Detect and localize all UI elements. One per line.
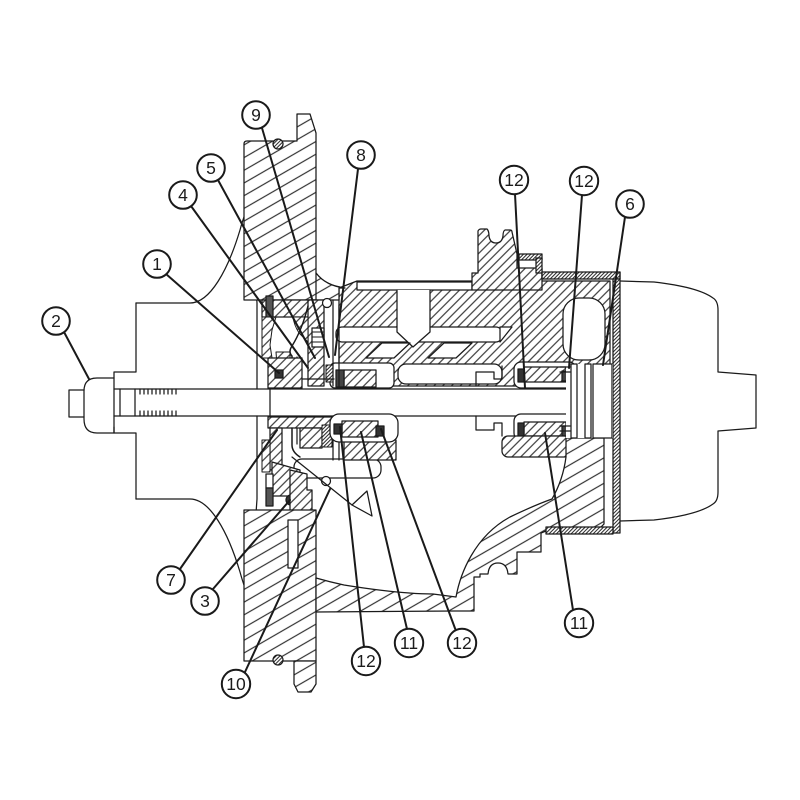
- svg-text:3: 3: [200, 591, 210, 611]
- svg-text:12: 12: [574, 171, 593, 191]
- svg-text:7: 7: [166, 570, 176, 590]
- svg-text:12: 12: [356, 651, 375, 671]
- svg-text:2: 2: [51, 311, 61, 331]
- svg-text:9: 9: [251, 105, 261, 125]
- svg-text:4: 4: [178, 185, 188, 205]
- svg-text:11: 11: [570, 613, 588, 633]
- svg-text:12: 12: [504, 170, 523, 190]
- svg-text:12: 12: [452, 633, 471, 653]
- svg-text:8: 8: [356, 145, 366, 165]
- svg-text:6: 6: [625, 194, 635, 214]
- svg-text:10: 10: [226, 674, 246, 694]
- svg-text:5: 5: [206, 158, 216, 178]
- svg-text:11: 11: [400, 633, 418, 653]
- svg-text:1: 1: [152, 254, 162, 274]
